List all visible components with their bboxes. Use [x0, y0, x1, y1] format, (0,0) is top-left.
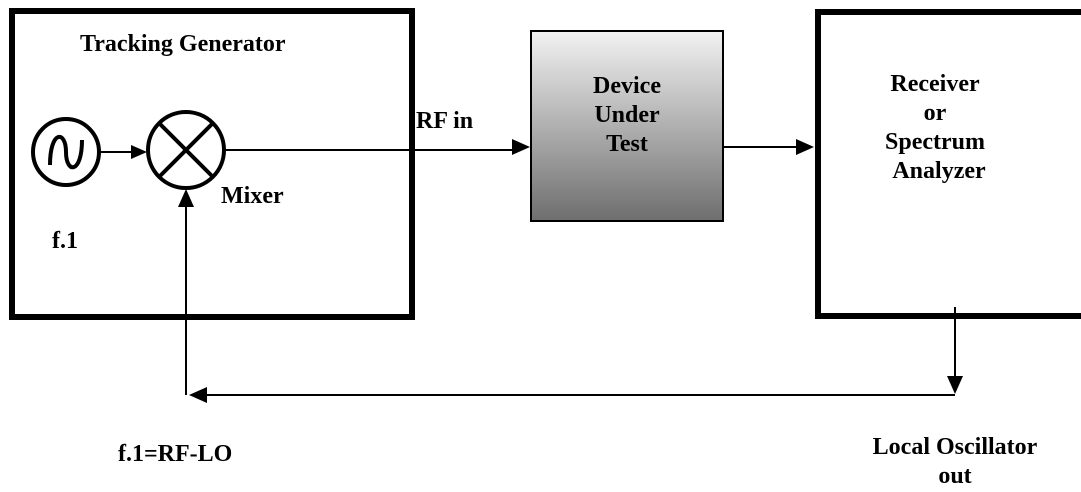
dut-label-line-1: Device — [593, 73, 661, 99]
tracking-generator-box — [9, 8, 415, 320]
oscillator-frequency-label: f.1 — [52, 228, 78, 254]
lo-out-label: Local Oscillator out — [840, 433, 1070, 491]
rf-in-label: RF in — [416, 108, 474, 134]
arrowhead-into-receiver — [796, 139, 814, 155]
dut-label-line-2: Under — [594, 102, 660, 128]
receiver-label-line-1: Receiver — [890, 71, 980, 97]
arrowhead-lo-return — [189, 387, 207, 403]
lo-out-label-line-2: out — [938, 463, 972, 489]
arrowhead-into-dut — [512, 139, 530, 155]
sine-wave-icon — [48, 134, 84, 170]
frequency-formula-label: f.1=RF-LO — [118, 441, 233, 467]
dut-label: Device Under Test — [531, 72, 723, 159]
arrowhead-lo-out — [947, 376, 963, 394]
mixer-cross-line-2 — [157, 121, 215, 179]
lo-out-label-line-1: Local Oscillator — [872, 434, 1038, 460]
receiver-label: Receiver or Spectrum Analyzer — [850, 70, 1020, 186]
arrowhead-into-mixer — [131, 145, 147, 159]
device-under-test-box — [530, 30, 724, 222]
dut-label-line-3: Test — [606, 131, 648, 157]
arrowhead-into-mixer-lo — [178, 189, 194, 207]
tracking-generator-title: Tracking Generator — [80, 31, 286, 57]
mixer-label: Mixer — [221, 183, 284, 209]
receiver-label-line-2: or — [923, 100, 947, 126]
receiver-label-line-3: Spectrum — [885, 129, 985, 155]
receiver-box — [815, 9, 1081, 319]
receiver-label-line-4: Analyzer — [892, 158, 986, 184]
